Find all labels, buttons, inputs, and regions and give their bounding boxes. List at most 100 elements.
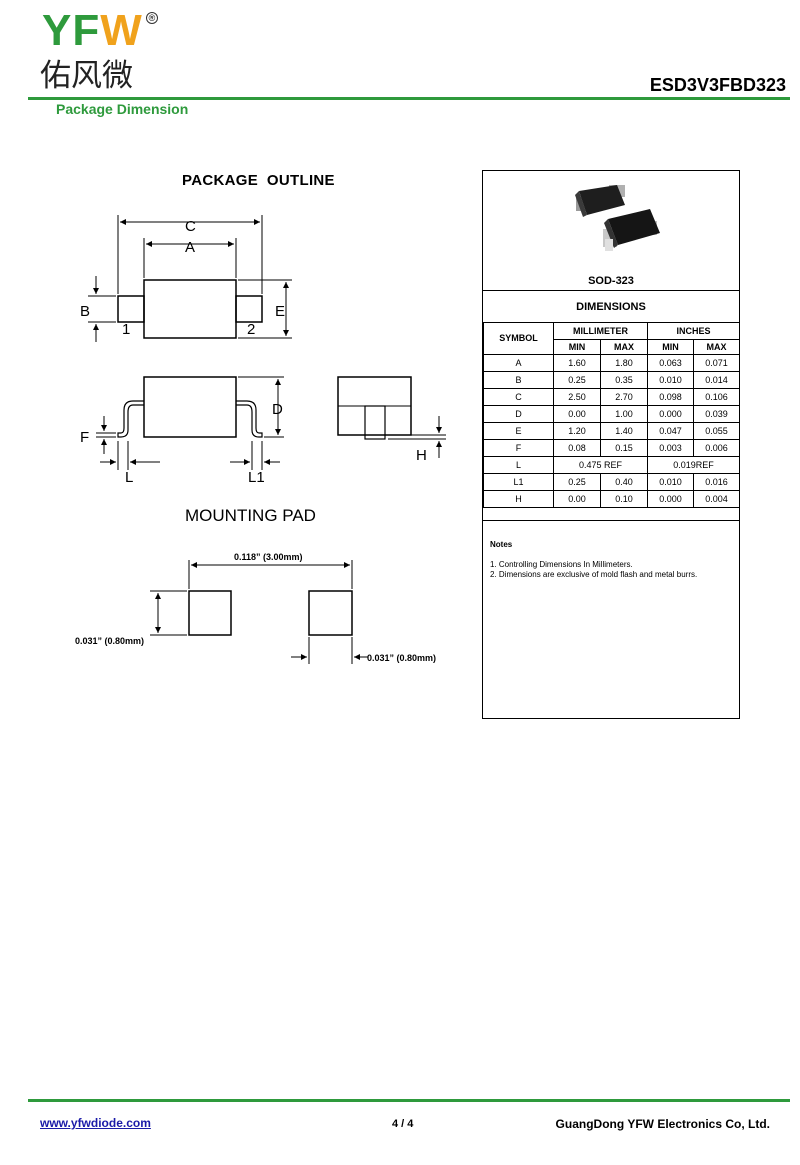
mm-min-cell: 1.20: [553, 422, 601, 440]
mounting-pad-title: MOUNTING PAD: [185, 506, 316, 525]
notes-title: Notes: [490, 540, 513, 549]
in-max-cell: 0.071: [692, 354, 741, 372]
mm-max-cell: 2.70: [600, 388, 648, 406]
in-min-cell: 0.063: [647, 354, 694, 372]
mounting-pad-left: [188, 590, 232, 636]
symbol-cell: E: [483, 422, 554, 440]
symbol-cell: B: [483, 371, 554, 389]
label-b: B: [80, 303, 90, 320]
dimensions-table: SYMBOL MILLIMETER INCHES MIN MAX MIN MAX…: [483, 322, 741, 508]
package-photo-rear: [575, 185, 625, 217]
pad-height-label: 0.031” (0.80mm): [75, 636, 144, 646]
mm-max-cell: 1.00: [600, 405, 648, 423]
symbol-cell: D: [483, 405, 554, 423]
pad-width-label: 0.031” (0.80mm): [367, 653, 436, 663]
note-1: 1. Controlling Dimensions In Millimeters…: [490, 560, 633, 569]
page-number: 4 / 4: [392, 1118, 414, 1130]
table-header-row: SYMBOL MILLIMETER INCHES: [483, 322, 741, 355]
in-max-header: MAX: [692, 339, 741, 355]
logo-wordmark: YFW: [42, 6, 143, 56]
label-f: F: [80, 429, 89, 446]
end-view-lead: [364, 405, 386, 440]
label-c: C: [185, 218, 196, 235]
in-min-header: MIN: [647, 339, 694, 355]
package-name: SOD-323: [588, 275, 634, 287]
mm-max-cell: 0.10: [600, 490, 648, 508]
registered-mark: ®: [146, 12, 158, 24]
mm-min-cell: 1.60: [553, 354, 601, 372]
pad-spacing-label: 0.118” (3.00mm): [234, 552, 303, 562]
company-name: GuangDong YFW Electronics Co, Ltd.: [555, 1117, 770, 1131]
in-max-cell: 0.004: [692, 490, 741, 508]
symbol-cell: F: [483, 439, 554, 457]
mm-min-cell: 0.25: [553, 473, 601, 491]
symbol-cell: C: [483, 388, 554, 406]
in-max-cell: 0.014: [692, 371, 741, 389]
label-a: A: [185, 239, 195, 256]
in-max-cell: 0.106: [692, 388, 741, 406]
logo-yf: YF: [42, 6, 101, 55]
mm-min-header: MIN: [553, 339, 601, 355]
part-number: ESD3V3FBD323: [649, 75, 786, 95]
mm-max-cell: 0.35: [600, 371, 648, 389]
in-max-cell: 0.006: [692, 439, 741, 457]
in-min-cell: 0.000: [647, 490, 694, 508]
symbol-cell: H: [483, 490, 554, 508]
in-min-cell: 0.047: [647, 422, 694, 440]
in-min-cell: 0.098: [647, 388, 694, 406]
label-h: H: [416, 447, 427, 464]
millimeter-header: MILLIMETER: [553, 322, 648, 340]
in-min-cell: 0.010: [647, 371, 694, 389]
package-photo-front: [603, 209, 660, 251]
package-outline-title: PACKAGE OUTLINE: [182, 172, 335, 189]
website-link[interactable]: www.yfwdiode.com: [40, 1116, 151, 1130]
sod323-package-photo: [575, 185, 660, 251]
footer-divider: [28, 1099, 790, 1102]
mm-max-cell: 0.40: [600, 473, 648, 491]
label-l1: L1: [248, 469, 265, 486]
mm-min-cell: 0.08: [553, 439, 601, 457]
side-view-body: [143, 376, 237, 438]
label-e: E: [275, 303, 285, 320]
top-view-lead-2: [235, 295, 263, 323]
label-pin-2: 2: [247, 321, 255, 338]
top-view-lead-1: [117, 295, 145, 323]
package-outline-drawing: C A B E 1 2 D F L L1 H 0.118” (3.00mm) 0…: [75, 215, 446, 664]
logo-chinese-name: 佑风微: [40, 58, 133, 94]
in-max-cell: 0.055: [692, 422, 741, 440]
mm-min-cell: 0.00: [553, 490, 601, 508]
mm-min-cell: 2.50: [553, 388, 601, 406]
top-view-body: [143, 279, 237, 339]
note-2: 2. Dimensions are exclusive of mold flas…: [490, 570, 698, 579]
symbol-cell: L: [483, 456, 554, 474]
label-pin-1: 1: [122, 321, 130, 338]
mm-max-cell: 1.80: [600, 354, 648, 372]
in-min-cell: 0.003: [647, 439, 694, 457]
in-min-cell: 0.000: [647, 405, 694, 423]
label-l: L: [125, 469, 133, 486]
in-max-cell: 0.039: [692, 405, 741, 423]
table-subheader-row: MIN MAX MIN MAX: [484, 339, 741, 355]
in-ref-cell: 0.019REF: [646, 456, 741, 474]
mm-min-cell: 0.25: [553, 371, 601, 389]
logo-w: W: [100, 6, 143, 55]
side-view-lead-right: [236, 400, 263, 438]
panel-divider-1: [483, 290, 739, 291]
side-view-lead-left: [117, 400, 144, 438]
inches-header: INCHES: [646, 322, 741, 340]
dimensions-title: DIMENSIONS: [576, 301, 646, 313]
header-divider: [28, 97, 790, 100]
mounting-pad-right: [308, 590, 353, 636]
mm-min-cell: 0.00: [553, 405, 601, 423]
symbol-header: SYMBOL: [483, 322, 554, 355]
panel-divider-2: [483, 520, 739, 521]
in-min-cell: 0.010: [647, 473, 694, 491]
